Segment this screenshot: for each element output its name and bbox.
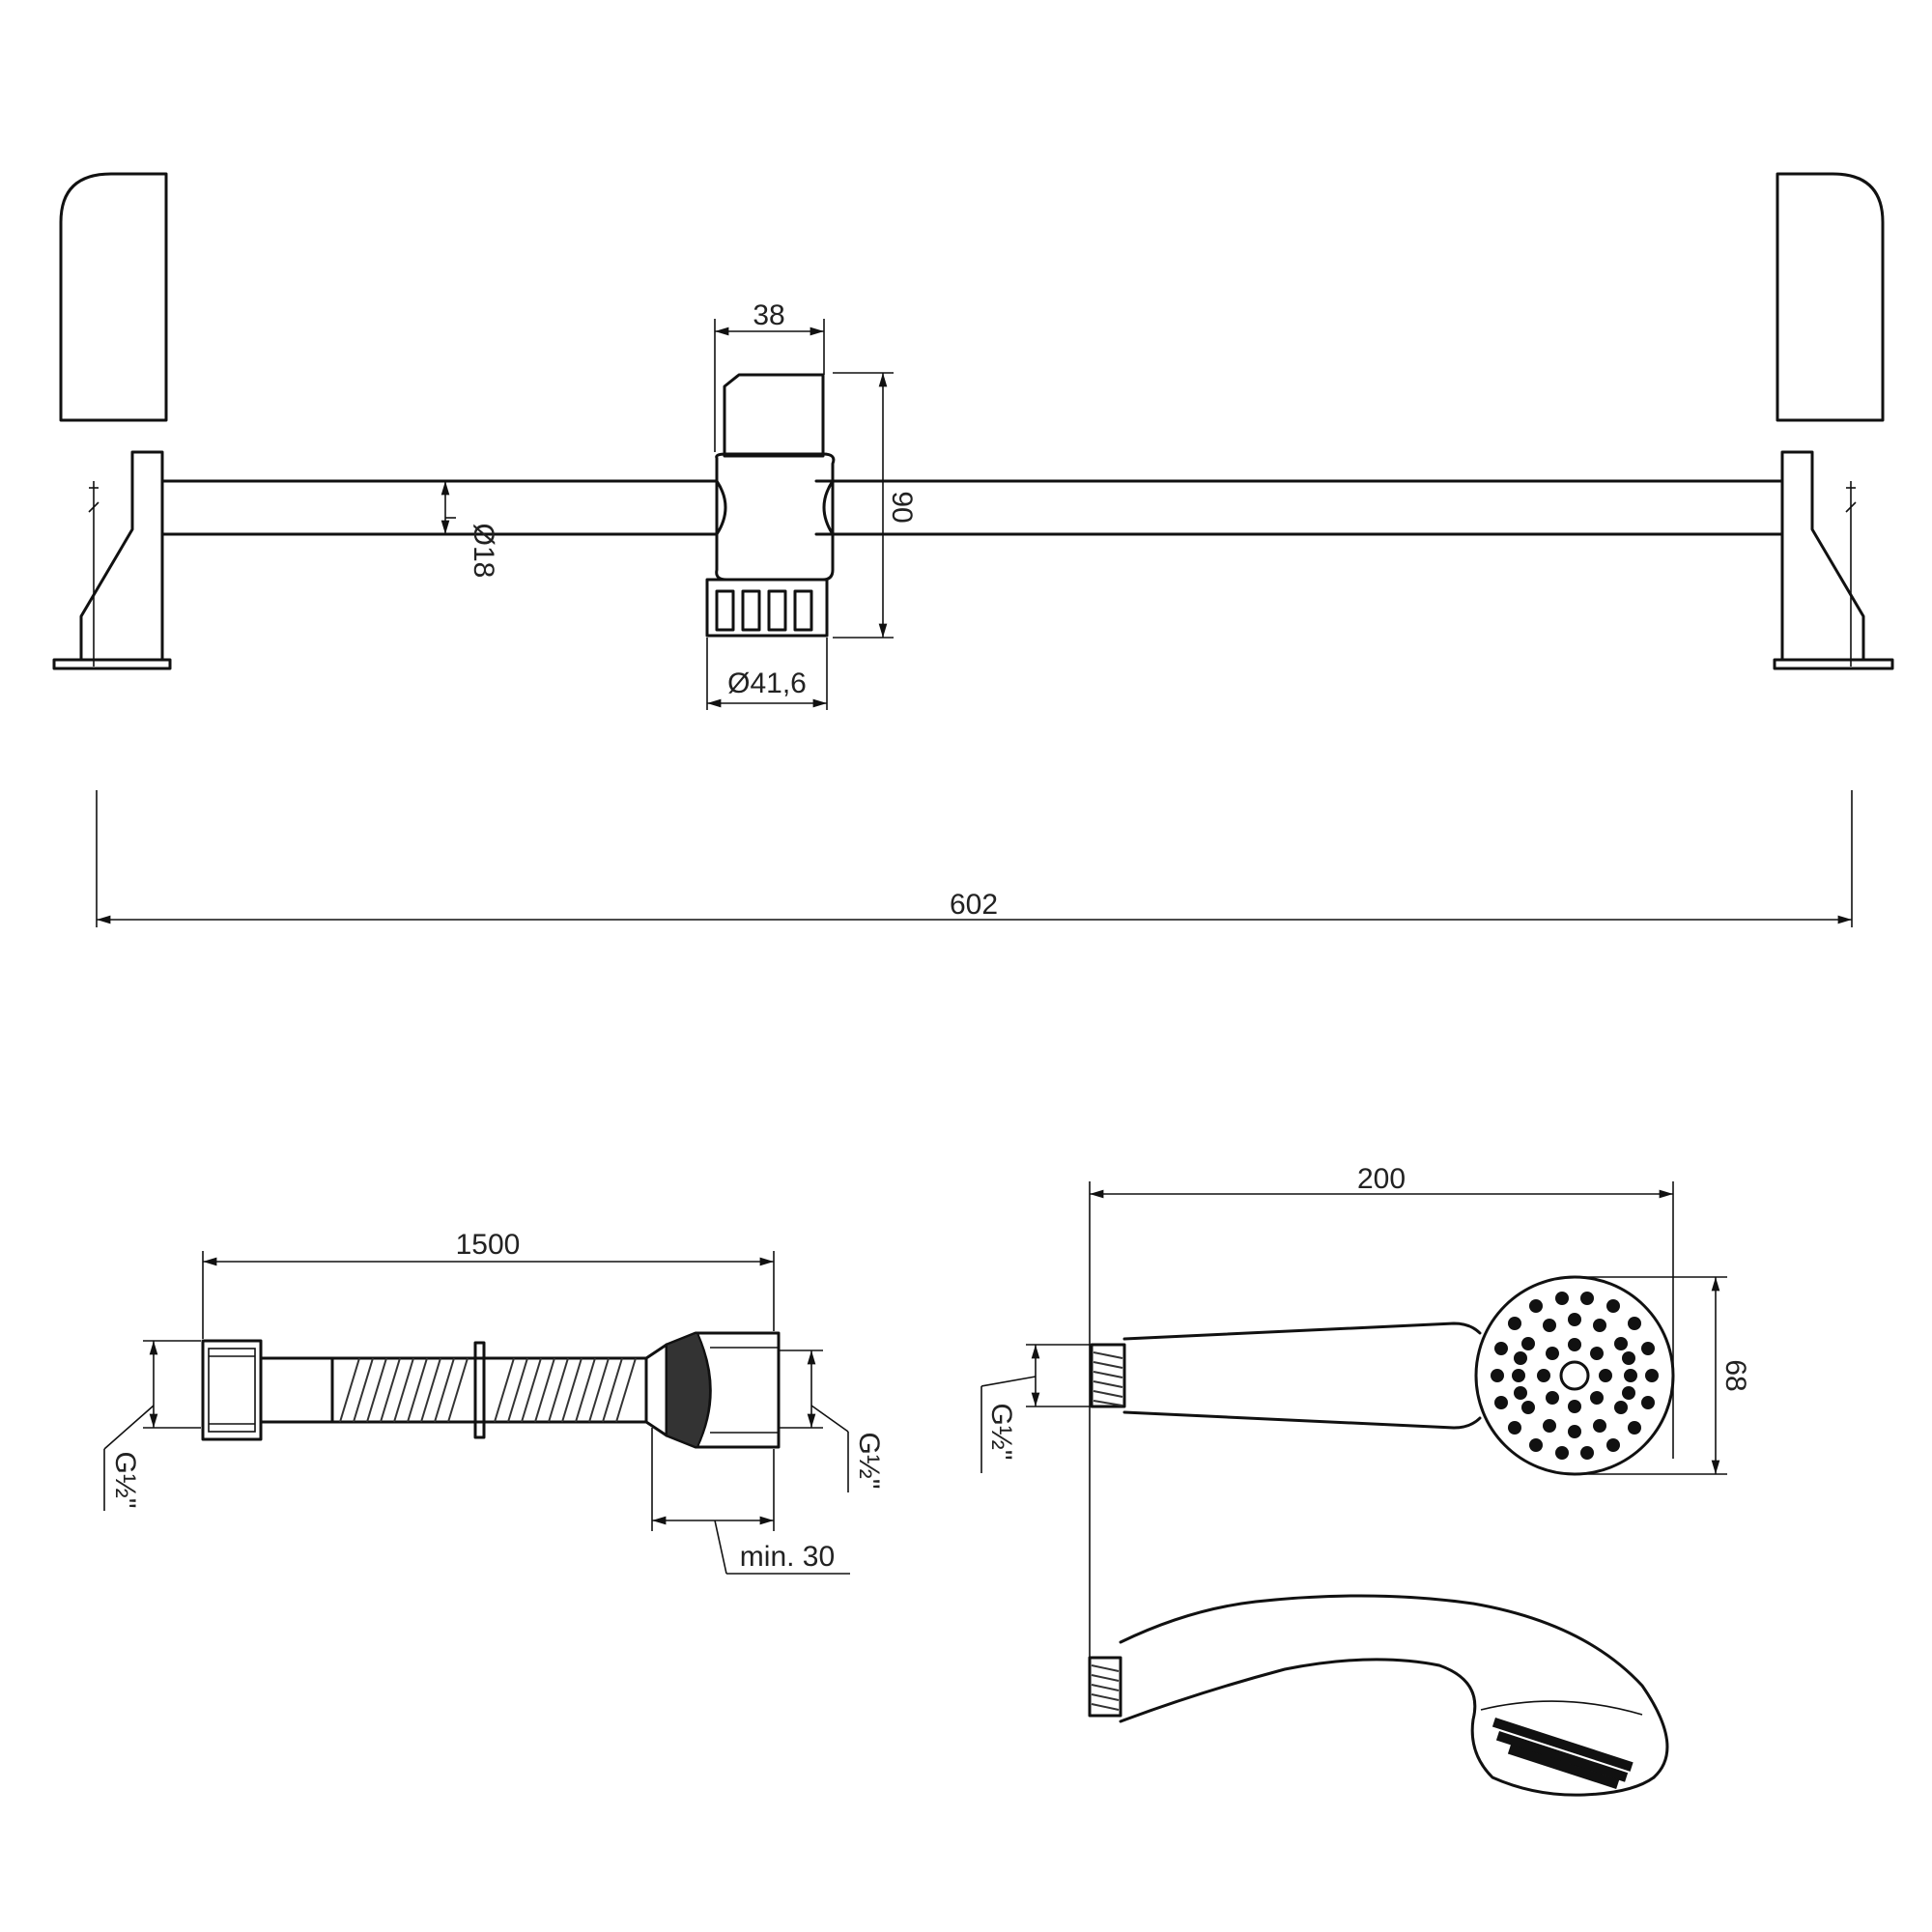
side-nozzles [1492, 1718, 1634, 1789]
hose-body [330, 1341, 648, 1439]
shower-head-face [1474, 1275, 1675, 1476]
dimension-label-18: Ø18 [468, 524, 499, 579]
left-end-cap [59, 172, 168, 422]
dimension-label-g-half-right: G½" [853, 1432, 885, 1489]
dimension-handshower-length: 200 [1089, 1163, 1674, 1658]
dimension-label-38: 38 [753, 299, 784, 331]
dimension-hose-thread-right: G½" [779, 1350, 885, 1492]
shower-hose-drawing: 1500 G½" G½" min. 30 [103, 1229, 885, 1575]
dimension-label-1500: 1500 [456, 1229, 521, 1261]
spray-nozzles [1491, 1292, 1659, 1460]
dimension-label-g-half-shower: G½" [985, 1403, 1017, 1460]
left-wall-bracket [52, 450, 172, 670]
dimension-label-41-6: Ø41,6 [727, 668, 807, 699]
hand-shower-side-view [1088, 1594, 1669, 1797]
dimension-slider-width: 38 [714, 299, 825, 452]
right-wall-bracket [1773, 450, 1894, 670]
dimension-hose-length: 1500 [202, 1229, 775, 1339]
slide-rail-drawing: 38 90 Ø41,6 Ø18 602 [52, 172, 1894, 927]
dimension-rod-diameter: Ø18 [440, 481, 499, 579]
slider [705, 373, 836, 638]
right-end-cap [1776, 172, 1885, 422]
hand-shower-front-view [1090, 1275, 1675, 1476]
dimension-label-g-half-left: G½" [109, 1451, 141, 1508]
hand-shower-drawing: 200 68 G½" [980, 1163, 1751, 1797]
dimension-label-90: 90 [886, 491, 918, 523]
dimension-handshower-thread: G½" [980, 1344, 1090, 1473]
dimension-label-602: 602 [950, 889, 998, 921]
dimension-label-68: 68 [1719, 1359, 1751, 1391]
dimension-rail-length: 602 [96, 790, 1853, 927]
dimension-label-200: 200 [1357, 1163, 1406, 1195]
dimension-hose-min: min. 30 [651, 1428, 850, 1575]
dimension-base-diameter: Ø41,6 [706, 638, 828, 710]
dimension-slider-height: 90 [833, 372, 918, 639]
dimension-head-diameter: 68 [1584, 1276, 1751, 1475]
dimension-hose-thread-left: G½" [103, 1340, 201, 1511]
hose-cone-fitting [644, 1331, 781, 1449]
dimension-label-min-30: min. 30 [740, 1541, 835, 1573]
